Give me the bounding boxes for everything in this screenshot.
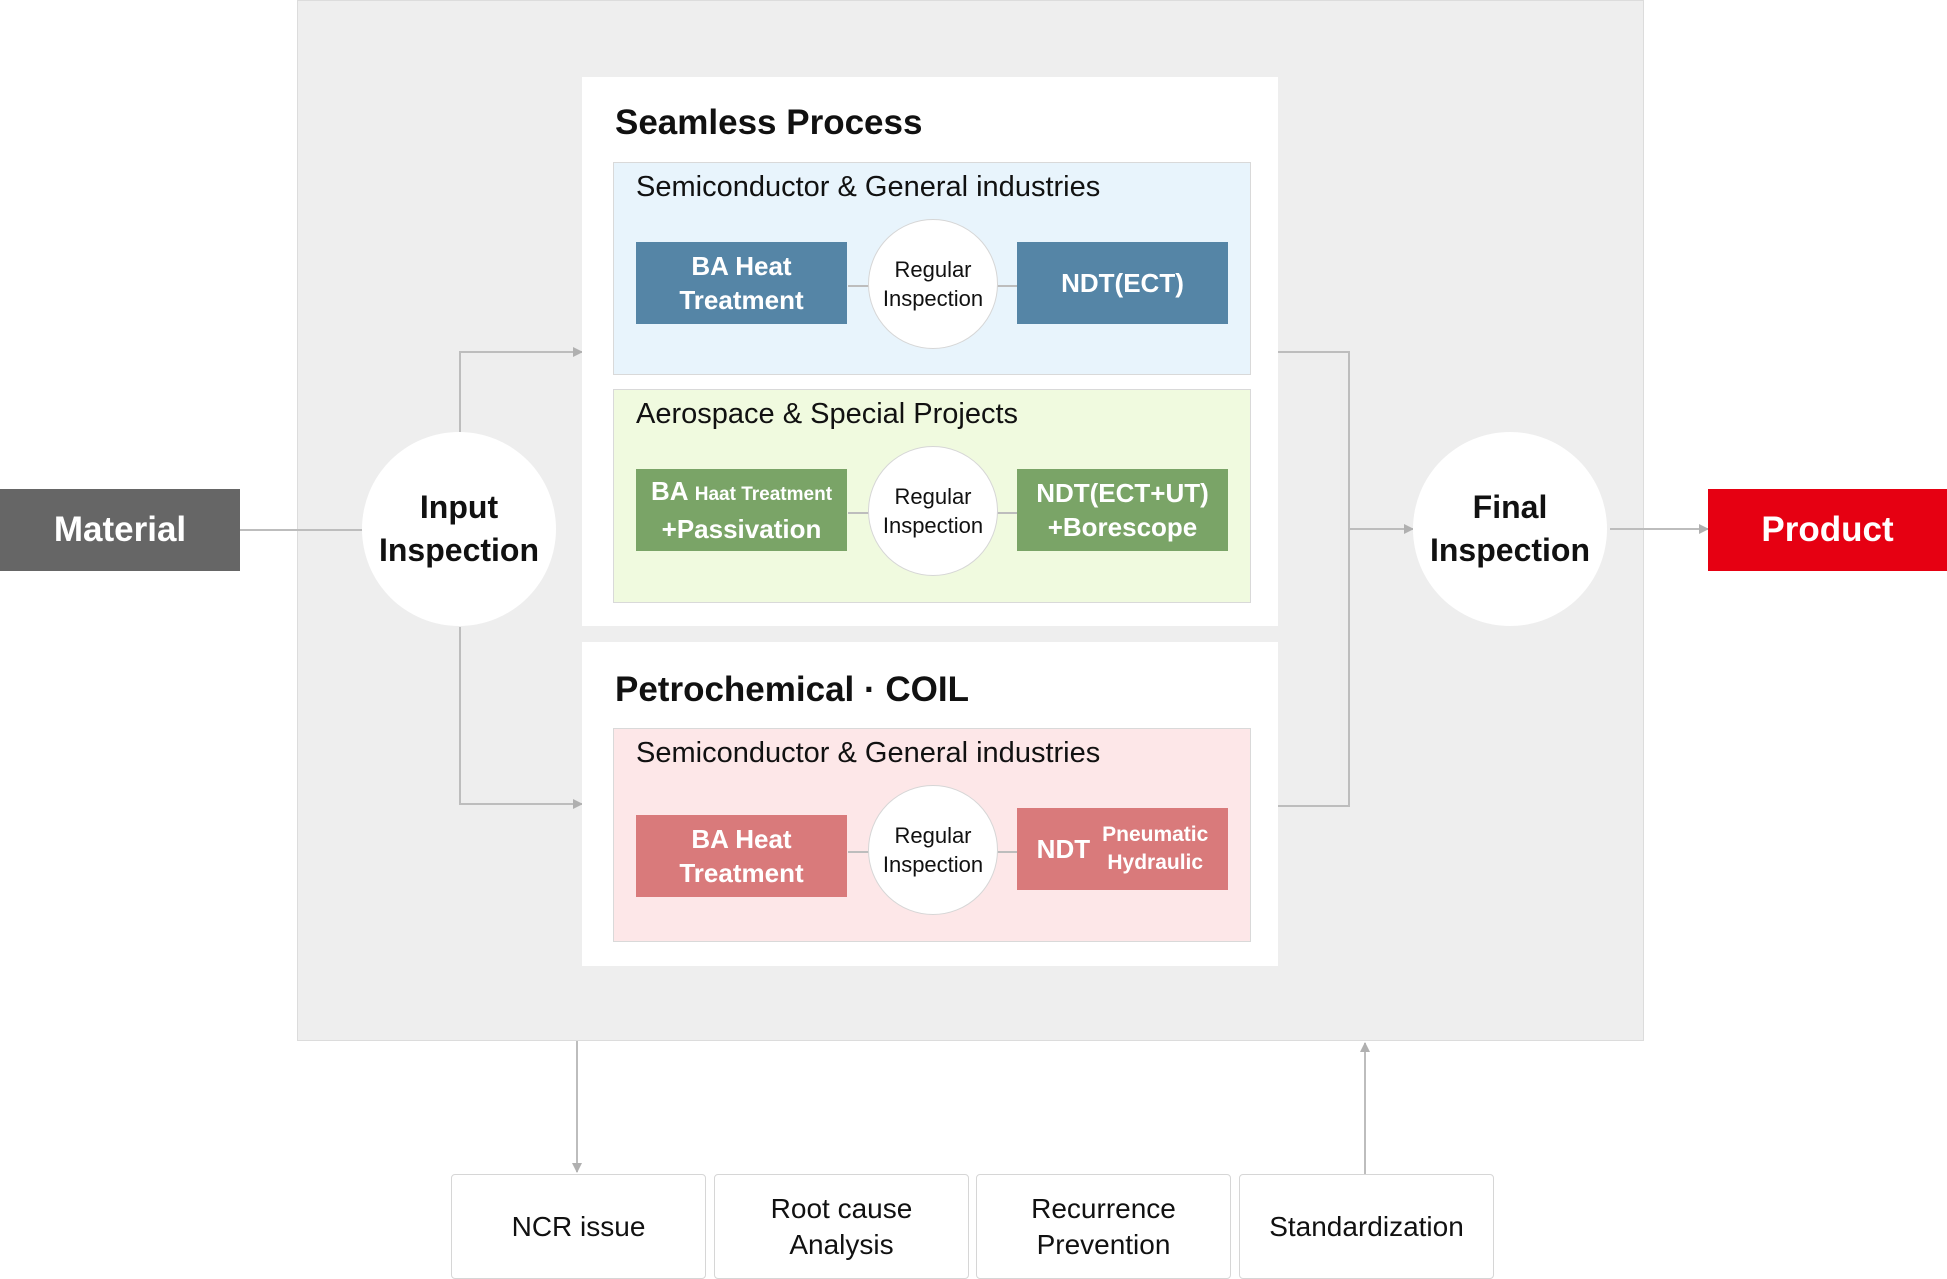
- petrochemical-title: Petrochemical · COIL: [615, 670, 969, 709]
- ndt-ect-ut-borescope-step: NDT(ECT+UT) +Borescope: [1017, 469, 1228, 551]
- ba-heat-treatment-passivation-step: BA Haat Treatment +Passivation: [636, 469, 847, 551]
- input-inspection-line1: Input: [419, 489, 499, 525]
- final-inspection-line1: Final: [1472, 489, 1548, 525]
- step-line2: +Passivation: [661, 514, 822, 544]
- ncr-issue-box: NCR issue: [451, 1174, 706, 1279]
- aerospace-group-title: Aerospace & Special Projects: [636, 398, 1019, 430]
- ndt-sub-labels: Pneumatic Hydraulic: [1102, 821, 1208, 877]
- ndt-label: NDT: [1036, 834, 1091, 864]
- step-line1: NDT(ECT): [1061, 268, 1184, 298]
- material-box: Material: [0, 489, 240, 571]
- step-line1: BA Heat: [691, 251, 792, 281]
- product-box: Product: [1708, 489, 1947, 571]
- box-line1: Recurrence: [1031, 1192, 1176, 1224]
- ndt-ect-step: NDT(ECT): [1017, 242, 1228, 324]
- regular-line1: Regular: [894, 484, 972, 509]
- standardization-box: Standardization: [1239, 1174, 1494, 1279]
- input-to-petro-arrow: [459, 627, 583, 809]
- petrochemical-card: Petrochemical · COIL Semiconductor & Gen…: [582, 642, 1278, 966]
- semiconductor-group-title: Semiconductor & General industries: [636, 171, 1101, 203]
- step-small-text: Haat Treatment: [694, 484, 833, 505]
- aerospace-group: Aerospace & Special Projects BA Haat Tre…: [613, 389, 1251, 603]
- regular-line1: Regular: [894, 823, 972, 848]
- box-line1: Standardization: [1269, 1210, 1464, 1242]
- regular-inspection-node: Regular Inspection: [868, 446, 998, 576]
- regular-line2: Inspection: [882, 852, 984, 877]
- final-inspection-line2: Inspection: [1429, 532, 1590, 568]
- regular-inspection-node: Regular Inspection: [868, 219, 998, 349]
- input-inspection-line2: Inspection: [378, 532, 539, 568]
- semiconductor-group: Semiconductor & General industries BA He…: [613, 162, 1251, 375]
- root-cause-analysis-box: Root cause Analysis: [714, 1174, 969, 1279]
- box-line1: Root cause: [770, 1192, 913, 1224]
- material-label: Material: [53, 510, 187, 549]
- box-line1: NCR issue: [511, 1210, 646, 1242]
- regular-line2: Inspection: [882, 513, 984, 538]
- input-inspection-node: Input Inspection: [362, 432, 556, 626]
- step-prefix: BA: [650, 476, 688, 506]
- regular-line2: Inspection: [882, 286, 984, 311]
- step-line1: BA Haat Treatment: [651, 474, 832, 512]
- seamless-process-card: Seamless Process Semiconductor & General…: [582, 77, 1278, 626]
- ndt-sub2: Hydraulic: [1107, 851, 1204, 874]
- final-inspection-node: Final Inspection: [1413, 432, 1607, 626]
- step-line2: Treatment: [679, 285, 804, 315]
- box-line2: Prevention: [1036, 1228, 1171, 1260]
- ba-heat-treatment-step: BA Heat Treatment: [636, 815, 847, 897]
- step-line1: BA Heat: [691, 824, 792, 854]
- regular-inspection-node: Regular Inspection: [868, 785, 998, 915]
- step-line2: +Borescope: [1047, 512, 1198, 542]
- step-line2: Treatment: [679, 858, 804, 888]
- product-label: Product: [1761, 510, 1894, 549]
- ndt-sub1: Pneumatic: [1102, 823, 1209, 846]
- seamless-to-final-line: [1278, 351, 1350, 807]
- petro-semiconductor-group: Semiconductor & General industries BA He…: [613, 728, 1251, 942]
- box-line2: Analysis: [789, 1228, 894, 1260]
- seamless-process-title: Seamless Process: [615, 103, 923, 142]
- regular-line1: Regular: [894, 257, 972, 282]
- ndt-pneumatic-hydraulic-step: NDT Pneumatic Hydraulic: [1017, 808, 1228, 890]
- recurrence-prevention-box: Recurrence Prevention: [976, 1174, 1231, 1279]
- ba-heat-treatment-step: BA Heat Treatment: [636, 242, 847, 324]
- input-to-seamless-arrow: [459, 347, 583, 432]
- step-line1: NDT(ECT+UT): [1036, 478, 1209, 508]
- petro-group-title: Semiconductor & General industries: [636, 737, 1101, 769]
